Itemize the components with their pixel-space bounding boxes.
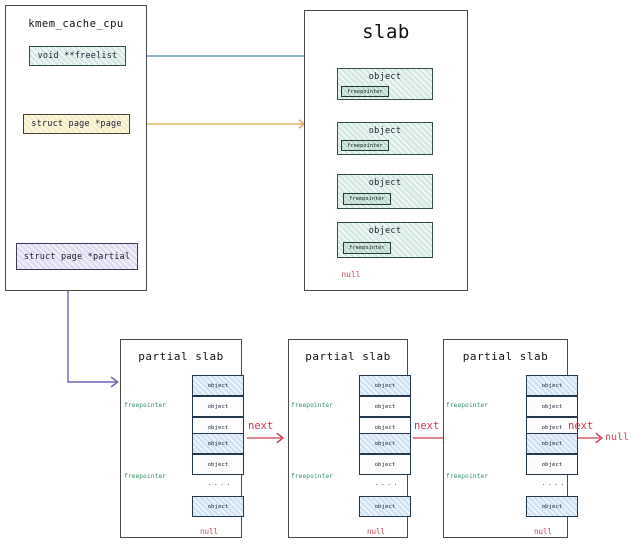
slab-object-3[interactable]: object freepointer (337, 174, 433, 209)
partial-slab-title-3: partial slab (462, 350, 549, 363)
slab-null-label: null (341, 270, 361, 279)
partial-1-object-2-label: object (207, 403, 229, 410)
partial-1-freepointer-label-1: freepointer (124, 402, 167, 409)
partial-2-object-2-label: object (374, 403, 396, 410)
partial-1-tail-object-label: object (207, 503, 229, 510)
field-partial-label: struct page *partial (23, 251, 131, 262)
next-label-3: next (568, 420, 594, 432)
partial-2-freepointer-label-2: freepointer (291, 473, 334, 480)
partial-1-object-1[interactable]: object (192, 375, 244, 396)
partial-3-object-2[interactable]: object (526, 396, 578, 417)
partial-2-object-1[interactable]: object (359, 375, 411, 396)
partial-3-ellipsis: .... (541, 479, 567, 487)
partial-3-freepointer-label-1: freepointer (446, 402, 489, 409)
partial-slab-title-2: partial slab (305, 350, 391, 363)
partial-slab-title-1: partial slab (138, 350, 224, 363)
slab-object-4-label: object (368, 226, 402, 236)
slab-object-3-freepointer[interactable]: freepointer (343, 193, 391, 205)
arrow-partial-to-partial-slab (67, 270, 119, 388)
partial-3-null-label: null (533, 527, 553, 536)
slab-object-1-freepointer-label: freepointer (347, 88, 383, 95)
partial-3-freepointer-label-2: freepointer (446, 473, 489, 480)
field-page-label: struct page *page (31, 119, 122, 129)
partial-3-tail-object[interactable]: object (526, 496, 578, 517)
partial-2-null-label: null (366, 527, 386, 536)
slab-object-4[interactable]: object freepointer (337, 222, 433, 258)
next-label-1: next (248, 420, 274, 432)
partial-3-tail-object-label: object (541, 503, 563, 510)
partial-3-object-5-label: object (541, 461, 563, 468)
field-page[interactable]: struct page *page (23, 114, 130, 134)
kmem-cache-cpu-title: kmem_cache_cpu (28, 18, 124, 30)
partial-1-null-label: null (199, 527, 219, 536)
partial-3-object-3-label: object (541, 424, 563, 431)
slab-object-2-freepointer-label: freepointer (347, 142, 383, 149)
list-end-null-label: null (605, 432, 630, 443)
partial-1-object-5[interactable]: object (192, 454, 244, 475)
partial-2-object-4[interactable]: object (359, 433, 411, 454)
partial-2-object-5[interactable]: object (359, 454, 411, 475)
partial-3-object-5[interactable]: object (526, 454, 578, 475)
partial-1-object-2[interactable]: object (192, 396, 244, 417)
next-label-2: next (414, 420, 440, 432)
slab-object-4-freepointer-label: freepointer (349, 245, 385, 251)
partial-2-ellipsis: .... (374, 479, 400, 487)
partial-1-object-5-label: object (207, 461, 229, 468)
partial-1-freepointer-label-2: freepointer (124, 473, 167, 480)
partial-2-tail-object[interactable]: object (359, 496, 411, 517)
partial-3-object-4-label: object (541, 440, 563, 447)
slab-object-4-freepointer[interactable]: freepointer (343, 242, 391, 254)
slab-object-2[interactable]: object freepointer (337, 122, 433, 155)
partial-2-object-4-label: object (374, 440, 396, 447)
slab-object-3-label: object (368, 178, 402, 188)
field-partial[interactable]: struct page *partial (16, 243, 138, 270)
partial-2-tail-object-label: object (374, 503, 396, 510)
slab-object-1-label: object (368, 72, 402, 82)
slab-object-3-freepointer-label: freepointer (349, 196, 385, 202)
slab-object-2-freepointer[interactable]: freepointer (341, 140, 389, 151)
field-freelist-label: void **freelist (37, 51, 118, 61)
partial-3-object-4[interactable]: object (526, 433, 578, 454)
slab-object-2-label: object (368, 126, 402, 136)
partial-3-object-1-label: object (541, 382, 563, 389)
partial-2-object-2[interactable]: object (359, 396, 411, 417)
partial-1-object-3-label: object (207, 424, 229, 431)
partial-2-object-5-label: object (374, 461, 396, 468)
field-freelist[interactable]: void **freelist (29, 46, 126, 66)
partial-2-freepointer-label-1: freepointer (291, 402, 334, 409)
partial-1-object-4-label: object (207, 440, 229, 447)
partial-3-object-1[interactable]: object (526, 375, 578, 396)
slab-object-1[interactable]: object freepointer (337, 68, 433, 100)
partial-1-object-1-label: object (207, 382, 229, 389)
partial-3-object-2-label: object (541, 403, 563, 410)
partial-2-object-1-label: object (374, 382, 396, 389)
slab-title: slab (362, 21, 410, 43)
slab-object-1-freepointer[interactable]: freepointer (341, 86, 389, 97)
partial-1-tail-object[interactable]: object (192, 496, 244, 517)
partial-2-object-3-label: object (374, 424, 396, 431)
partial-1-ellipsis: .... (207, 479, 233, 487)
partial-1-object-4[interactable]: object (192, 433, 244, 454)
